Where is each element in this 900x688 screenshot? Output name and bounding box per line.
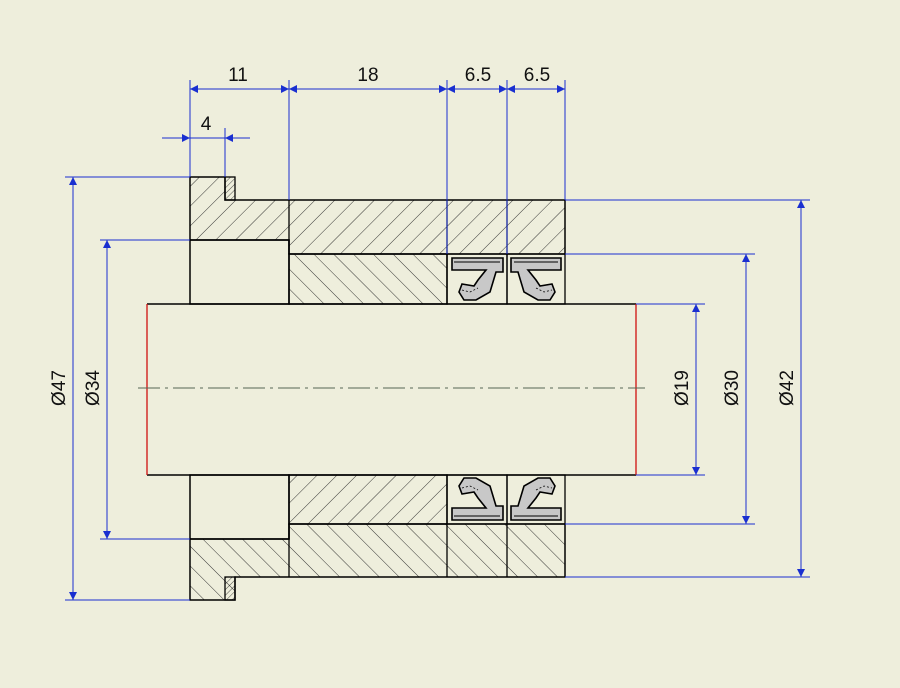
dim-label-dia-47: Ø47: [49, 370, 70, 406]
seal-lower-left: [446, 474, 508, 525]
housing-upper: [189, 176, 566, 255]
seal-lower-right: [506, 474, 566, 525]
seal-upper-right: [506, 253, 566, 305]
flange-slot-lower: [224, 576, 236, 601]
flange-bore: [189, 239, 290, 540]
dimension-lines: [65, 80, 810, 601]
dim-label-6-5-a: 6.5: [465, 65, 491, 86]
dim-label-4: 4: [201, 114, 212, 135]
bushing-lower: [288, 474, 448, 525]
dim-label-18: 18: [357, 65, 378, 86]
seal-upper-left: [446, 253, 508, 305]
dim-label-6-5-b: 6.5: [524, 65, 550, 86]
dim-label-11: 11: [228, 65, 248, 86]
bushing-upper: [288, 253, 448, 305]
dim-label-dia-30: Ø30: [722, 370, 743, 406]
dim-label-dia-34: Ø34: [83, 370, 104, 406]
shaft: [146, 303, 637, 476]
dim-label-dia-19: Ø19: [672, 370, 693, 406]
dim-label-dia-42: Ø42: [777, 370, 798, 406]
housing-lower: [189, 523, 566, 601]
flange-slot-upper: [224, 176, 236, 201]
